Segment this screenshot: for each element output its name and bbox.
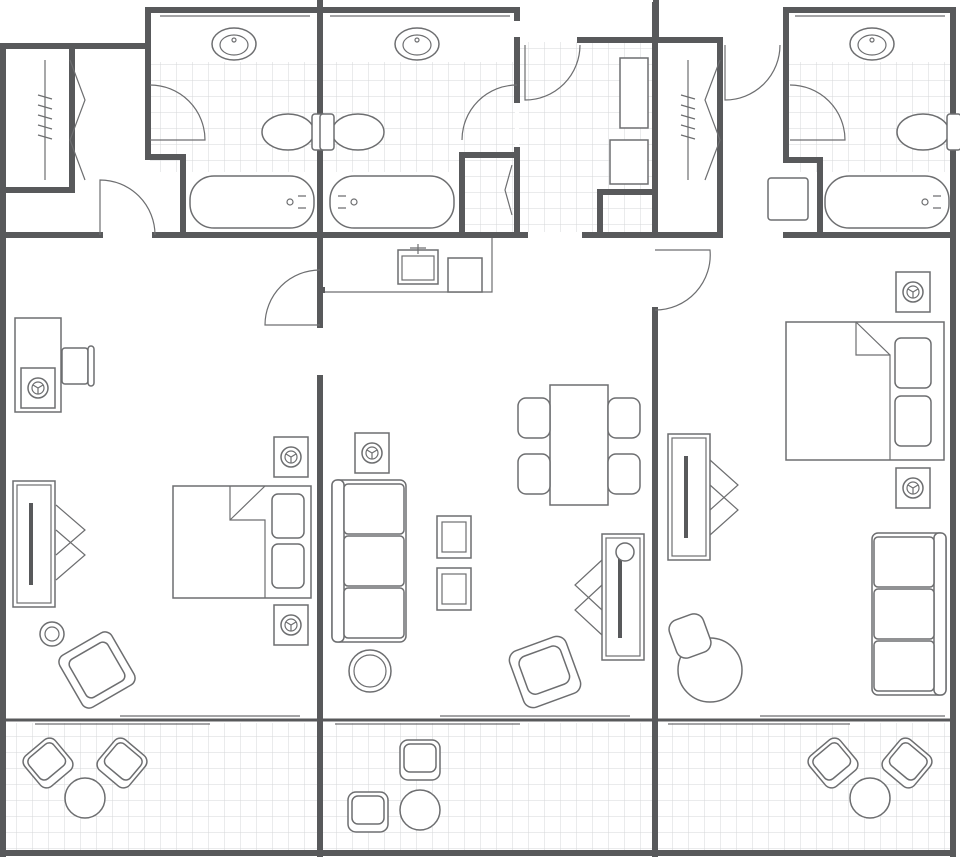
- balcony-furniture: [19, 734, 936, 833]
- doors: [69, 44, 846, 326]
- left-room-furniture: [12, 317, 312, 709]
- tile-floors: [6, 42, 951, 851]
- middle-room-furniture: [331, 384, 645, 709]
- right-room-furniture: [667, 271, 947, 703]
- balcony-doors: [3, 715, 953, 725]
- bathroom-fixtures: [160, 15, 960, 229]
- kitchenette: [325, 238, 493, 293]
- closet-hangers: [37, 60, 696, 180]
